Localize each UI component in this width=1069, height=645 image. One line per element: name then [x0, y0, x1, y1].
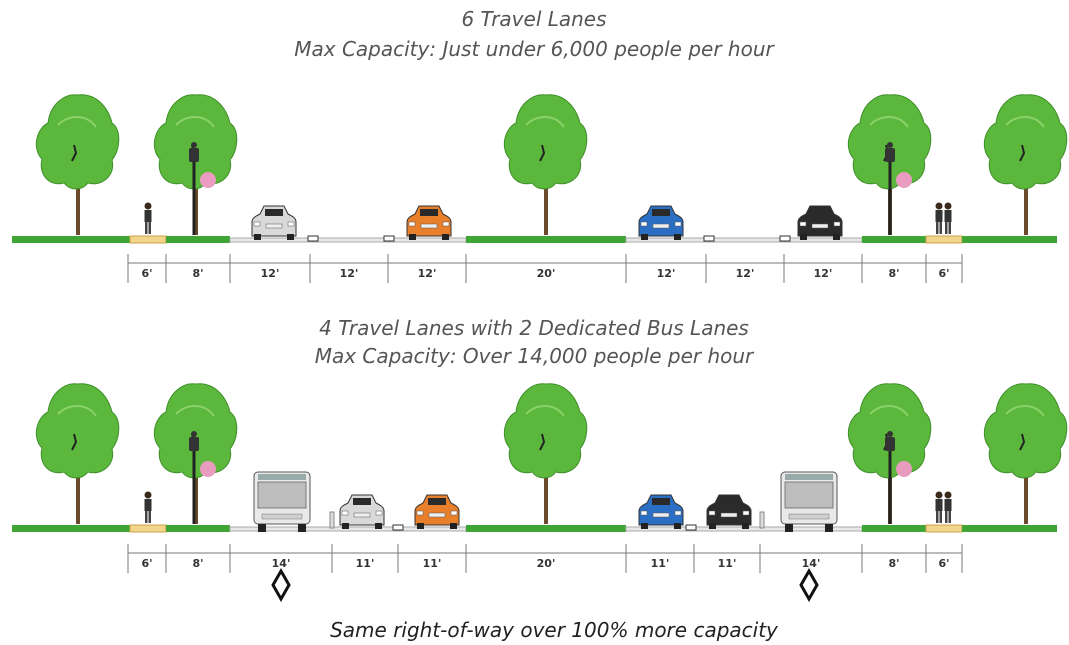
- scenario-1-dimension-bar: 6' 8' 12' 12' 12' 20' 12' 12' 12' 8' 6': [127, 254, 963, 283]
- car-icon: [406, 205, 452, 241]
- pedestrian-icon: [935, 491, 943, 523]
- dimension-label: 11': [718, 557, 737, 570]
- dimension-label: 12': [418, 267, 437, 280]
- bus-lane-divider: [759, 511, 765, 529]
- tree-icon: [35, 382, 120, 525]
- tree-icon: [153, 93, 238, 236]
- dimension-label: 11': [356, 557, 375, 570]
- dimension-label: 12': [261, 267, 280, 280]
- sidewalk: [925, 524, 963, 533]
- scenario-2-title: 4 Travel Lanes with 2 Dedicated Bus Lane…: [319, 316, 749, 340]
- dimension-label: 11': [423, 557, 442, 570]
- bus-icon: [253, 471, 311, 533]
- pedestrian-icon: [935, 202, 943, 234]
- car-icon: [638, 205, 684, 241]
- scenario-2-dimension-bar: 6' 8' 14' 11' 11' 20' 11' 11' 14' 8' 6': [127, 544, 963, 573]
- pedestrian-icon: [944, 491, 952, 523]
- dimension-label: 6': [938, 557, 949, 570]
- grass-strip: [166, 525, 230, 532]
- bus-icon: [780, 471, 838, 533]
- median: [466, 525, 626, 532]
- lane-marker: [307, 235, 319, 242]
- tree-icon: [153, 382, 238, 525]
- dimension-label: 8': [888, 557, 899, 570]
- pedestrian-icon: [144, 202, 152, 234]
- grass-strip: [862, 525, 926, 532]
- dimension-label: 20': [537, 267, 556, 280]
- tree-icon: [503, 93, 588, 236]
- sidewalk: [129, 524, 167, 533]
- car-icon: [706, 494, 752, 530]
- car-icon: [638, 494, 684, 530]
- dimension-label: 8': [192, 557, 203, 570]
- sidewalk: [129, 235, 167, 244]
- dimension-label: 12': [657, 267, 676, 280]
- dimension-label: 12': [814, 267, 833, 280]
- diamond-bus-lane-marker-icon: [271, 569, 291, 601]
- pedestrian-icon: [944, 202, 952, 234]
- lane-marker: [392, 524, 404, 531]
- tree-icon: [35, 93, 120, 236]
- dimension-label: 12': [340, 267, 359, 280]
- pedestrian-icon: [144, 491, 152, 523]
- roadway: [625, 237, 863, 243]
- tree-icon: [983, 382, 1068, 525]
- car-icon: [339, 494, 385, 530]
- grass-strip: [12, 525, 130, 532]
- lane-marker: [703, 235, 715, 242]
- dimension-label: 14': [802, 557, 821, 570]
- dimension-label: 6': [141, 267, 152, 280]
- grass-strip: [12, 236, 130, 243]
- median: [466, 236, 626, 243]
- roadway: [229, 237, 467, 243]
- tree-icon: [983, 93, 1068, 236]
- dimension-label: 11': [651, 557, 670, 570]
- dimension-label: 8': [192, 267, 203, 280]
- lane-marker: [685, 524, 697, 531]
- grass-strip: [962, 236, 1057, 243]
- dimension-label: 20': [537, 557, 556, 570]
- bus-lane-divider: [329, 511, 335, 529]
- dimension-label: 14': [272, 557, 291, 570]
- car-icon: [797, 205, 843, 241]
- sidewalk: [925, 235, 963, 244]
- diamond-bus-lane-marker-icon: [799, 569, 819, 601]
- car-icon: [414, 494, 460, 530]
- grass-strip: [862, 236, 926, 243]
- scenario-2-subtitle: Max Capacity: Over 14,000 people per hou…: [315, 344, 755, 368]
- lane-marker: [383, 235, 395, 242]
- lane-marker: [779, 235, 791, 242]
- tree-icon: [503, 382, 588, 525]
- dimension-label: 6': [141, 557, 152, 570]
- dimension-label: 8': [888, 267, 899, 280]
- dimension-label: 6': [938, 267, 949, 280]
- scenario-1-title: 6 Travel Lanes: [461, 7, 606, 31]
- scenario-1-street: [12, 93, 1068, 244]
- dimension-label: 12': [736, 267, 755, 280]
- caption: Same right-of-way over 100% more capacit…: [330, 618, 779, 642]
- scenario-2-street: [12, 382, 1068, 533]
- car-icon: [251, 205, 297, 241]
- grass-strip: [962, 525, 1057, 532]
- scenario-1-subtitle: Max Capacity: Just under 6,000 people pe…: [294, 37, 775, 61]
- grass-strip: [166, 236, 230, 243]
